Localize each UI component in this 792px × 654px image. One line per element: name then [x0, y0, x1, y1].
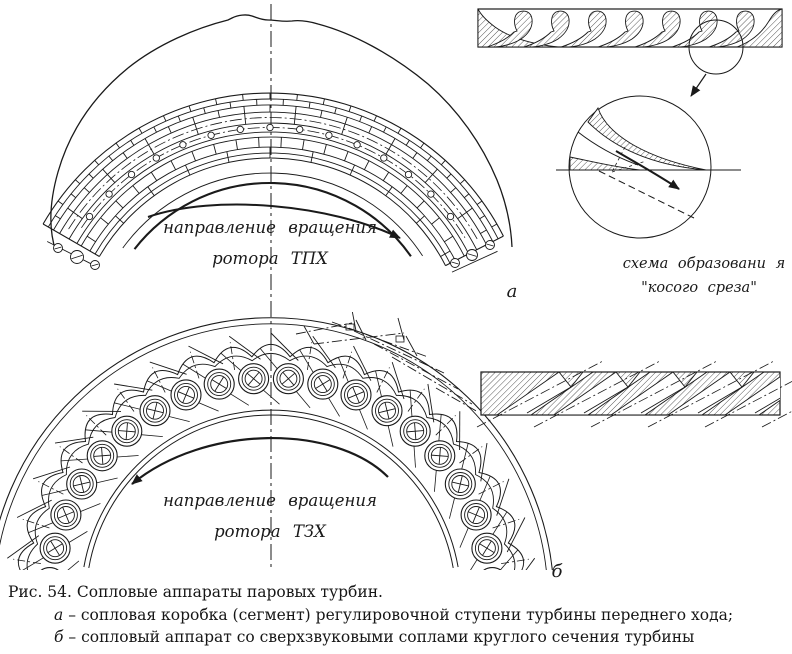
flow-axis-dashed	[598, 170, 695, 219]
blade-profile	[708, 10, 755, 48]
oblique-cut-detail-circle	[556, 95, 741, 239]
nozzle-axis	[533, 360, 661, 428]
nozzle-axis	[590, 360, 718, 428]
casing-outline	[50, 14, 513, 253]
blade-profile	[486, 10, 533, 48]
caption-item-a-text: – сопловая коробка (сегмент) регулировоч…	[68, 605, 734, 624]
insert-band-outer	[18, 343, 524, 570]
nozzle-axis	[761, 410, 792, 428]
supersonic-nozzle-strip	[476, 360, 792, 428]
figure-caption: Рис. 54. Сопловые аппараты паровых турби…	[0, 581, 792, 649]
detail-blade	[587, 107, 707, 171]
caption-item-b-key: б	[54, 628, 64, 646]
nozzle-channel	[724, 376, 780, 415]
blade-profile	[560, 10, 607, 48]
blade-profile	[634, 10, 681, 48]
nozzle-axis	[704, 380, 792, 428]
rotation-direction-text-b-line1: направление вращения	[163, 491, 377, 510]
blade-profile	[671, 10, 718, 48]
caption-item-b: б – сопловый аппарат со сверхзвуковыми с…	[54, 626, 792, 649]
rotation-direction-text-b-line2: ротора ТЗХ	[214, 522, 327, 541]
caption-item-a-key: а	[54, 605, 64, 624]
detail-source-circle	[688, 19, 744, 75]
label-a: а	[507, 281, 518, 302]
detail-caption-line2: "косого среза"	[641, 280, 757, 296]
detail-caption-line1: схема образовани я	[623, 256, 785, 272]
nozzle-axis	[476, 360, 604, 428]
caption-item-b-text: – сопловый аппарат со сверхзвуковыми соп…	[68, 628, 695, 646]
detail-blade-sliver	[569, 156, 641, 171]
flow-arrow	[615, 150, 680, 190]
figure-title: Рис. 54. Сопловые аппараты паровых турби…	[8, 583, 383, 601]
nozzle-box-segment-drawing	[42, 14, 513, 273]
nozzle-axis	[647, 360, 775, 428]
rotation-arrow-a	[147, 203, 401, 239]
rotation-arrow-b	[131, 437, 389, 485]
blade-cascade-strip	[477, 8, 783, 97]
rotation-direction-text-a-line2: ротора ТПХ	[212, 249, 329, 268]
rotation-direction-text-a-line1: направление вращения	[163, 218, 377, 237]
detail-pointer-arrow	[690, 73, 707, 97]
blade-profile	[523, 10, 570, 48]
label-b: б	[552, 561, 564, 582]
caption-item-a: а – сопловая коробка (сегмент) регулиров…	[54, 604, 792, 627]
blade-profile	[597, 10, 644, 48]
nozzle-ring-drawing	[0, 312, 553, 570]
